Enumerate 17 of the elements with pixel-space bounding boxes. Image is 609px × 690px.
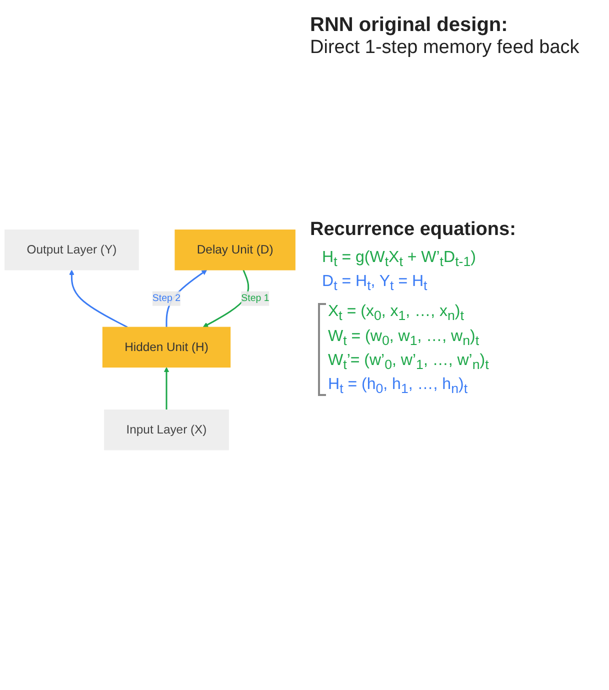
section-heading: Recurrence equations: bbox=[310, 219, 517, 241]
equation: X$_{t}$ = (x$_{0}$, x$_{1}$, …, x$_{n}$)$_{t}$ bbox=[328, 303, 465, 324]
arrow bbox=[164, 367, 170, 410]
equation: W$_{t}$ = (w$_{0}$, w$_{1}$, …, w$_{n}$)$_{t}$ bbox=[328, 328, 480, 348]
node-box: Input Layer (X) bbox=[104, 410, 229, 450]
equation: H$_{t}$ = (h$_{0}$, h$_{1}$, …, h$_{n}$)$_{t}$ bbox=[328, 376, 469, 396]
node-box: Delay Unit (D) bbox=[174, 230, 296, 270]
edge-label: Step 1 bbox=[241, 293, 270, 304]
equation: D$_{t}$ = H$_{t}$, Y$_{t}$ = H$_{t}$ bbox=[322, 273, 428, 294]
equation: H$_{t}$ = g(W$_{t}$X$_{t}$ + W’$_{t}$D$_{t-1}$) bbox=[322, 249, 477, 270]
node-box: Hidden Unit (H) bbox=[102, 326, 231, 368]
subtitle: Direct 1-step memory feed back bbox=[310, 37, 580, 59]
equation: W$_{t}$’= (w’$_{0}$, w’$_{1}$, …, w’$_{n}$)$_{t}$ bbox=[328, 352, 490, 372]
edge-label: Step 2 bbox=[152, 293, 181, 304]
node-box: Output Layer (Y) bbox=[4, 230, 139, 270]
arrow bbox=[69, 270, 128, 328]
heading: RNN original design: bbox=[310, 14, 509, 37]
